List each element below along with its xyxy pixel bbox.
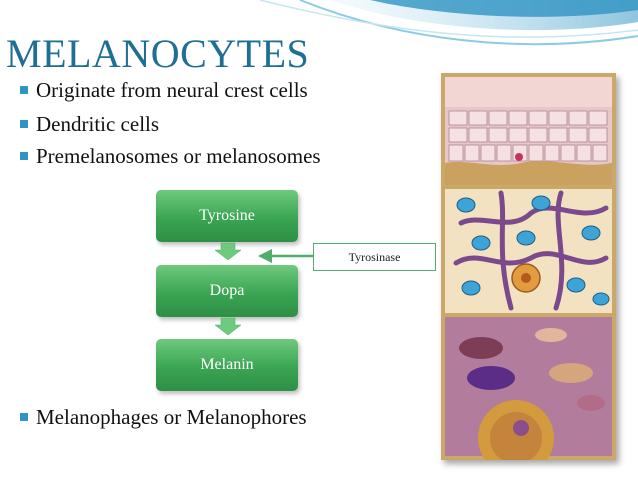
histology-image-panel [441,73,616,476]
square-bullet-icon [20,413,28,421]
bullet-item: Premelanosomes or melanosomes [20,144,321,169]
bullet-text: Premelanosomes or melanosomes [36,144,321,168]
melanocyte-illustration [445,189,612,313]
flow-step-dopa: Dopa [156,265,298,317]
flow-step-tyrosine: Tyrosine [156,190,298,242]
square-bullet-icon [20,120,28,128]
bullet-item: Dendritic cells [20,112,159,137]
flow-step-melanin: Melanin [156,339,298,391]
bullet-text: Dendritic cells [36,112,160,136]
left-arrow-icon [258,249,313,263]
slide-title: MELANOCYTES [6,31,310,76]
enzyme-label-tyrosinase: Tyrosinase [313,243,436,271]
down-arrow-icon [214,317,242,336]
bullet-text: Melanophages or Melanophores [36,405,307,429]
bullet-item: Originate from neural crest cells [20,78,308,103]
micrograph-illustration [445,317,612,476]
down-arrow-icon [214,242,242,261]
epidermis-illustration [445,77,612,185]
bullet-text: Originate from neural crest cells [36,78,308,102]
square-bullet-icon [20,86,28,94]
histology-illustrations [445,77,612,476]
decorative-wave [259,0,638,46]
bullet-item: Melanophages or Melanophores [20,405,307,430]
square-bullet-icon [20,152,28,160]
